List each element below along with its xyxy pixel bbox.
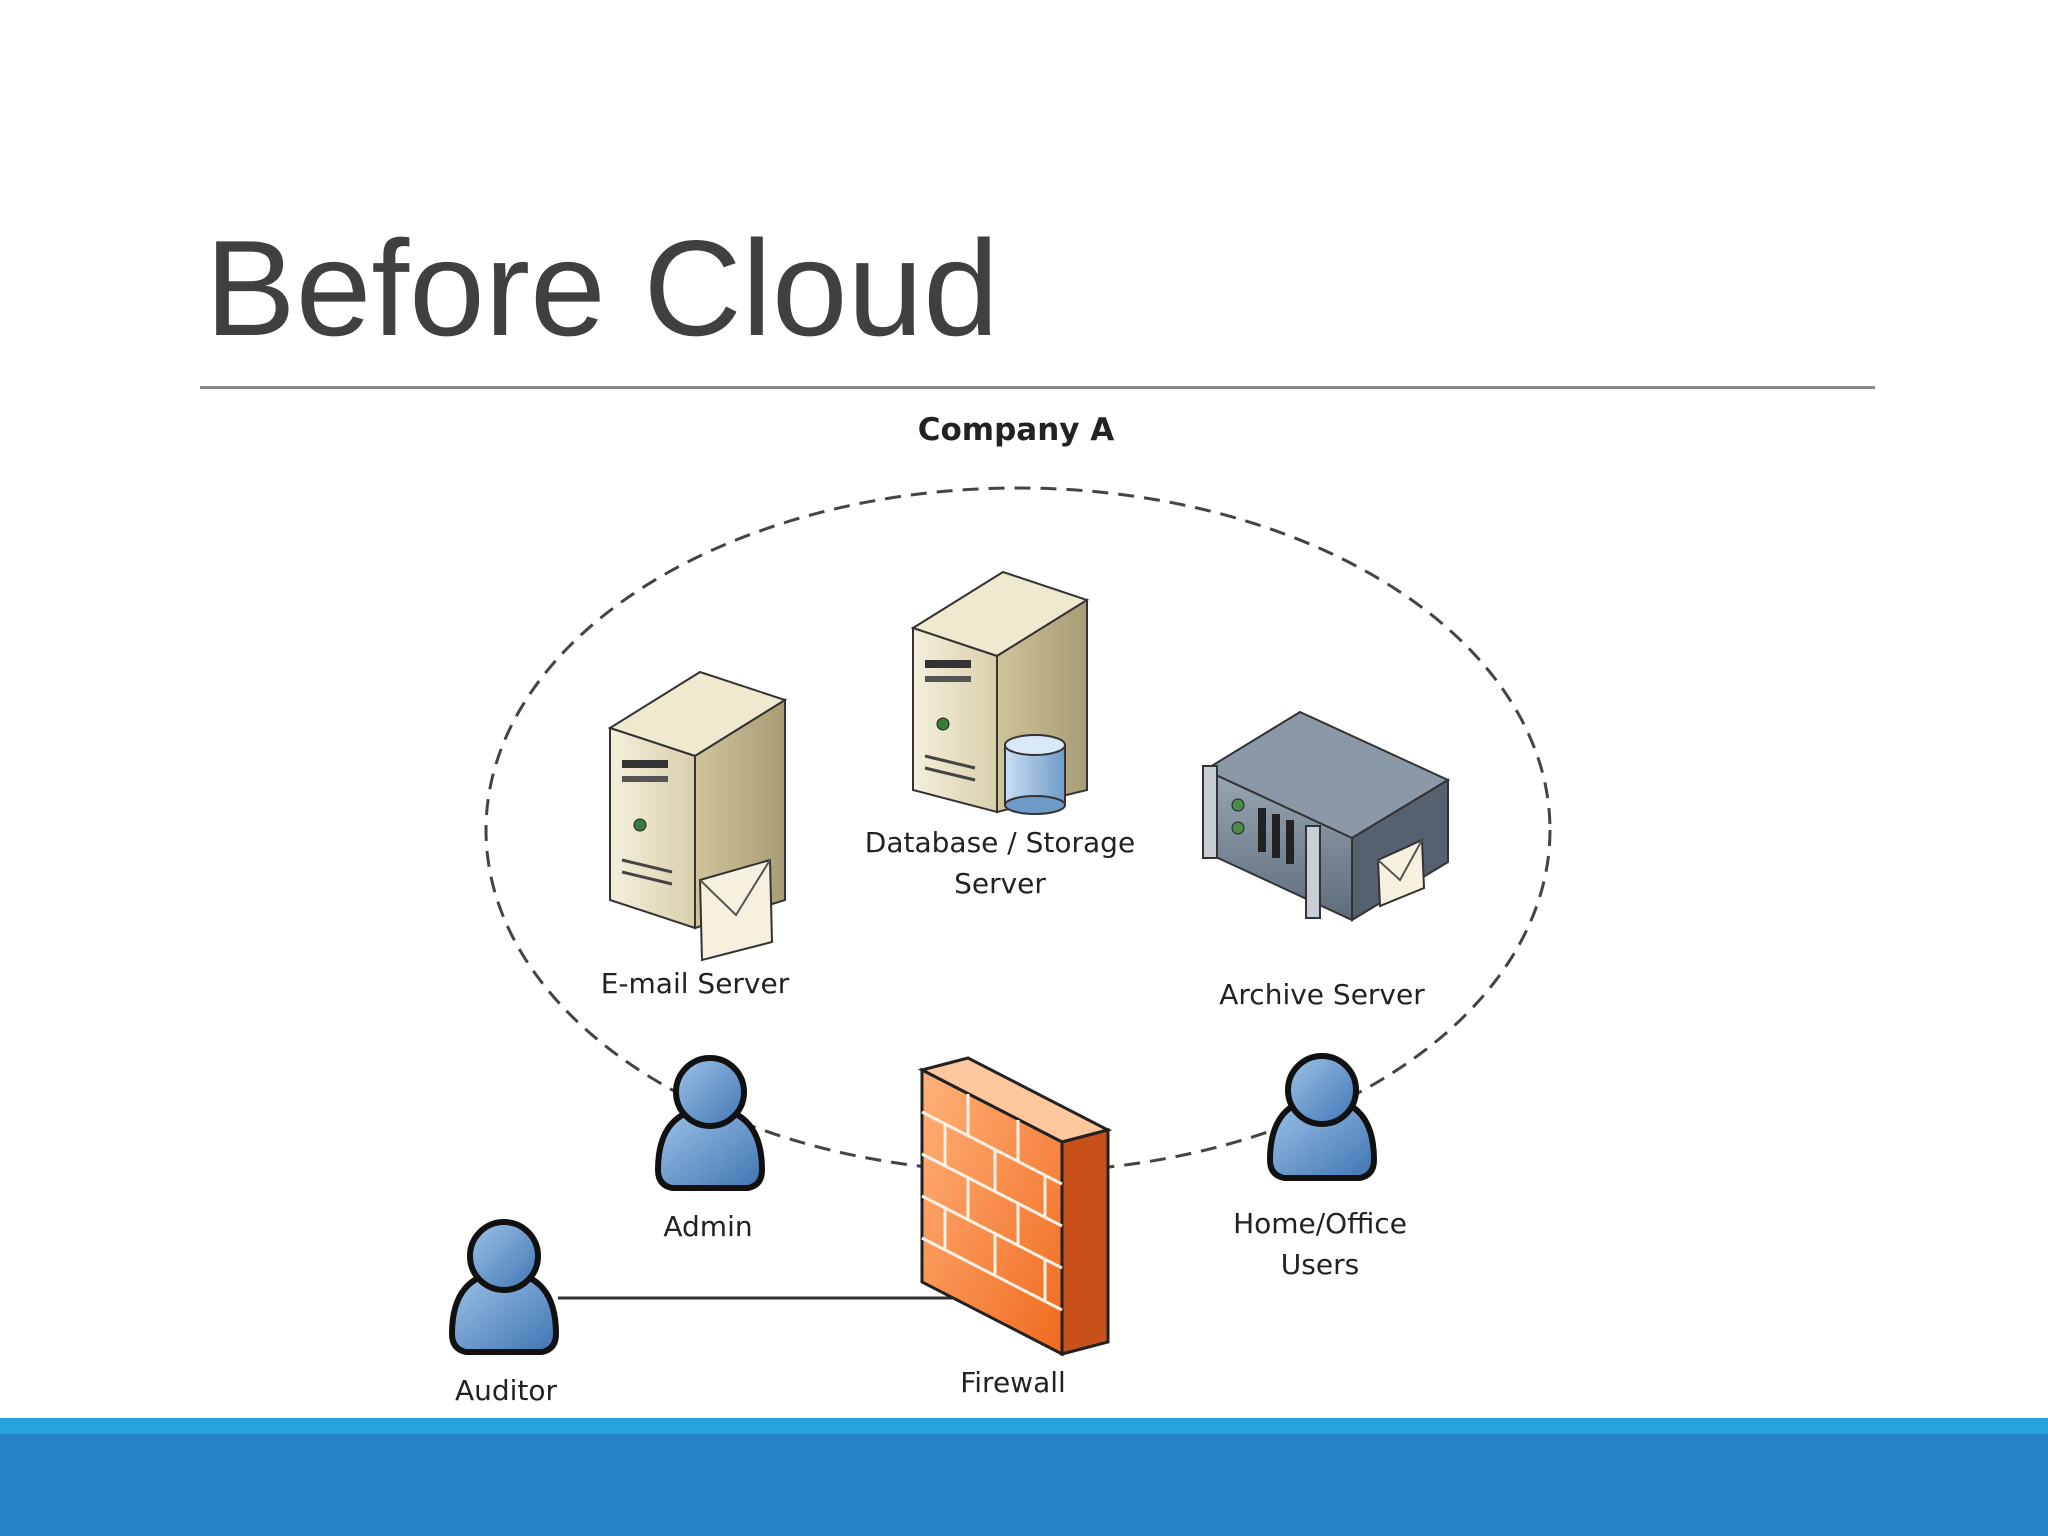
home-office-users-label-line2: Users <box>1281 1248 1359 1281</box>
company-label: Company A <box>918 412 1115 448</box>
database-server-icon <box>910 570 1090 815</box>
footer-band <box>0 1434 2048 1536</box>
auditor-label: Auditor <box>455 1374 558 1407</box>
auditor-user-icon <box>448 1219 560 1355</box>
database-server-label-line2: Server <box>954 867 1046 900</box>
home-office-users-label-line1: Home/Office <box>1233 1207 1407 1240</box>
admin-label: Admin <box>663 1210 752 1243</box>
firewall-label: Firewall <box>960 1366 1066 1399</box>
firewall-icon <box>917 1056 1113 1357</box>
network-diagram: Company A E-mail Server Database / Stora… <box>448 412 1552 1407</box>
footer-accent-stripe <box>0 1418 2048 1434</box>
email-server-label: E-mail Server <box>601 967 790 1000</box>
slide-title: Before Cloud <box>205 212 999 364</box>
archive-server-icon <box>1202 710 1451 922</box>
home-office-users-icon <box>1266 1053 1378 1181</box>
company-boundary <box>484 486 1552 1174</box>
email-server-icon <box>607 670 788 962</box>
title-divider <box>200 386 1875 389</box>
archive-server-label: Archive Server <box>1219 978 1425 1011</box>
database-server-label-line1: Database / Storage <box>865 826 1135 859</box>
admin-user-icon <box>654 1055 766 1191</box>
